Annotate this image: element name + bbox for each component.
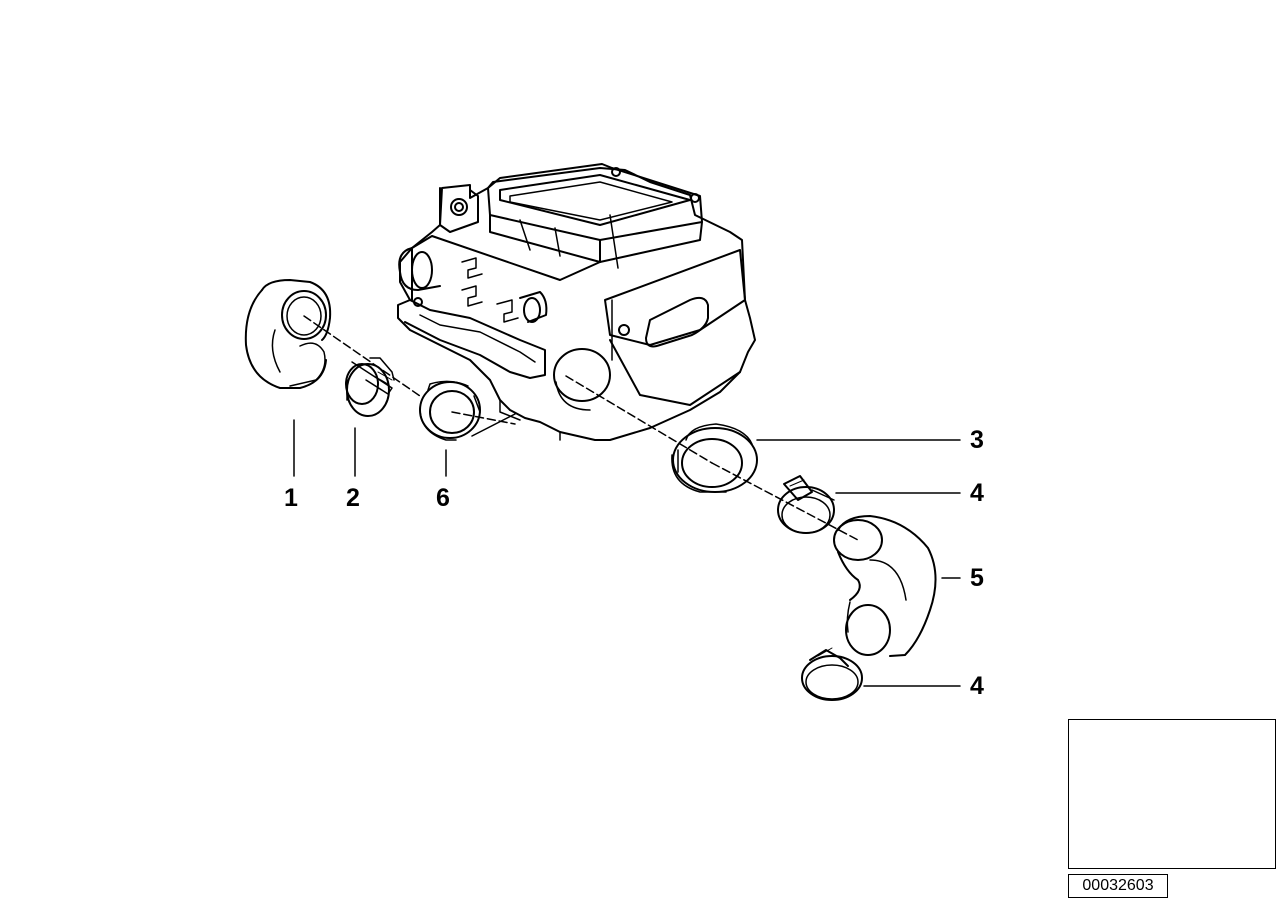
part-2-hose-clamp <box>345 357 395 417</box>
callout-4-lower: 4 <box>970 672 984 700</box>
reference-number: 00032603 <box>1068 874 1168 898</box>
part-5-elbow-hose <box>833 515 937 657</box>
leader-lines <box>293 419 961 687</box>
assembly-lines <box>303 315 859 541</box>
throttle-housing <box>397 163 756 441</box>
locator-frame <box>1068 719 1276 869</box>
part-4-hose-clamp-lower <box>801 647 863 701</box>
callout-5: 5 <box>970 564 984 592</box>
callout-4-upper: 4 <box>970 479 984 507</box>
callout-3: 3 <box>970 426 984 454</box>
part-6-seal-ring <box>419 380 481 441</box>
part-4-hose-clamp-upper <box>777 475 835 534</box>
part-1-elbow-hose <box>244 279 332 389</box>
part-3-sleeve <box>671 423 758 493</box>
callout-2: 2 <box>346 484 360 512</box>
callout-6: 6 <box>436 484 450 512</box>
callout-1: 1 <box>284 484 298 512</box>
housing-leader <box>471 413 516 437</box>
